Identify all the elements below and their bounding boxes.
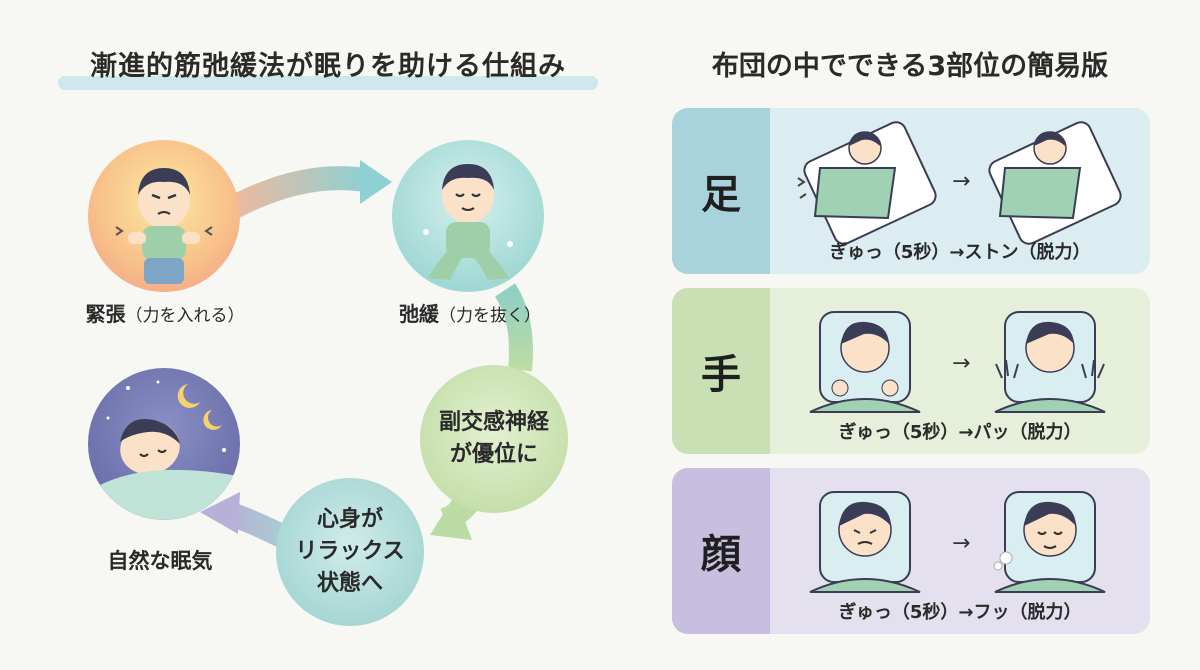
moon-icon	[177, 384, 200, 408]
sleeping-child-icon	[88, 380, 240, 520]
legs-scene-icon: →	[797, 121, 1122, 245]
card-hands-caption: ぎゅっ（5秒）→パッ（脱力）	[838, 422, 1082, 443]
card-face-caption: ぎゅっ（5秒）→フッ（脱力）	[838, 602, 1082, 623]
relax-child-icon	[423, 164, 513, 280]
sleep-label: 自然な眠気	[107, 549, 213, 573]
card-legs: 足 → ぎゅっ（5秒）→ストン（脱力）	[672, 108, 1150, 274]
card-face-tag: 顔	[672, 468, 770, 634]
parasympathetic-circle: 副交感神経 が優位に	[420, 365, 568, 513]
arrow-icon: →	[952, 351, 970, 376]
right-title: 布団の中でできる3部位の簡易版	[711, 51, 1109, 82]
arrow-icon: →	[952, 169, 970, 194]
mind-relax-label: 心身が リラックス 状態へ	[295, 507, 405, 596]
face-scene-icon: →	[809, 491, 1106, 593]
left-title: 漸進的筋弛緩法が眠りを助ける仕組み	[58, 42, 598, 92]
tense-child-icon	[115, 168, 213, 284]
relax-label: 弛緩（力を抜く）	[399, 302, 541, 326]
card-hands-tag: 手	[672, 288, 770, 454]
hands-scene-icon: →	[809, 311, 1106, 413]
parasympathetic-label: 副交感神経 が優位に	[438, 410, 549, 467]
relax-circle	[392, 140, 544, 292]
card-hands: 手 → ぎゅっ（5秒）→パッ（脱力）	[672, 288, 1150, 454]
mind-relax-circle: 心身が リラックス 状態へ	[276, 478, 424, 626]
moon-icon	[203, 410, 222, 430]
arrow-icon: →	[952, 531, 970, 556]
tense-circle	[88, 140, 240, 292]
card-face: 顔 → ぎゅっ（5秒）→フッ（脱力）	[672, 468, 1150, 634]
sleep-circle	[88, 368, 240, 520]
card-legs-tag: 足	[672, 108, 770, 274]
card-legs-caption: ぎゅっ（5秒）→ストン（脱力）	[829, 242, 1091, 263]
tense-label: 緊張（力を入れる）	[85, 302, 245, 326]
